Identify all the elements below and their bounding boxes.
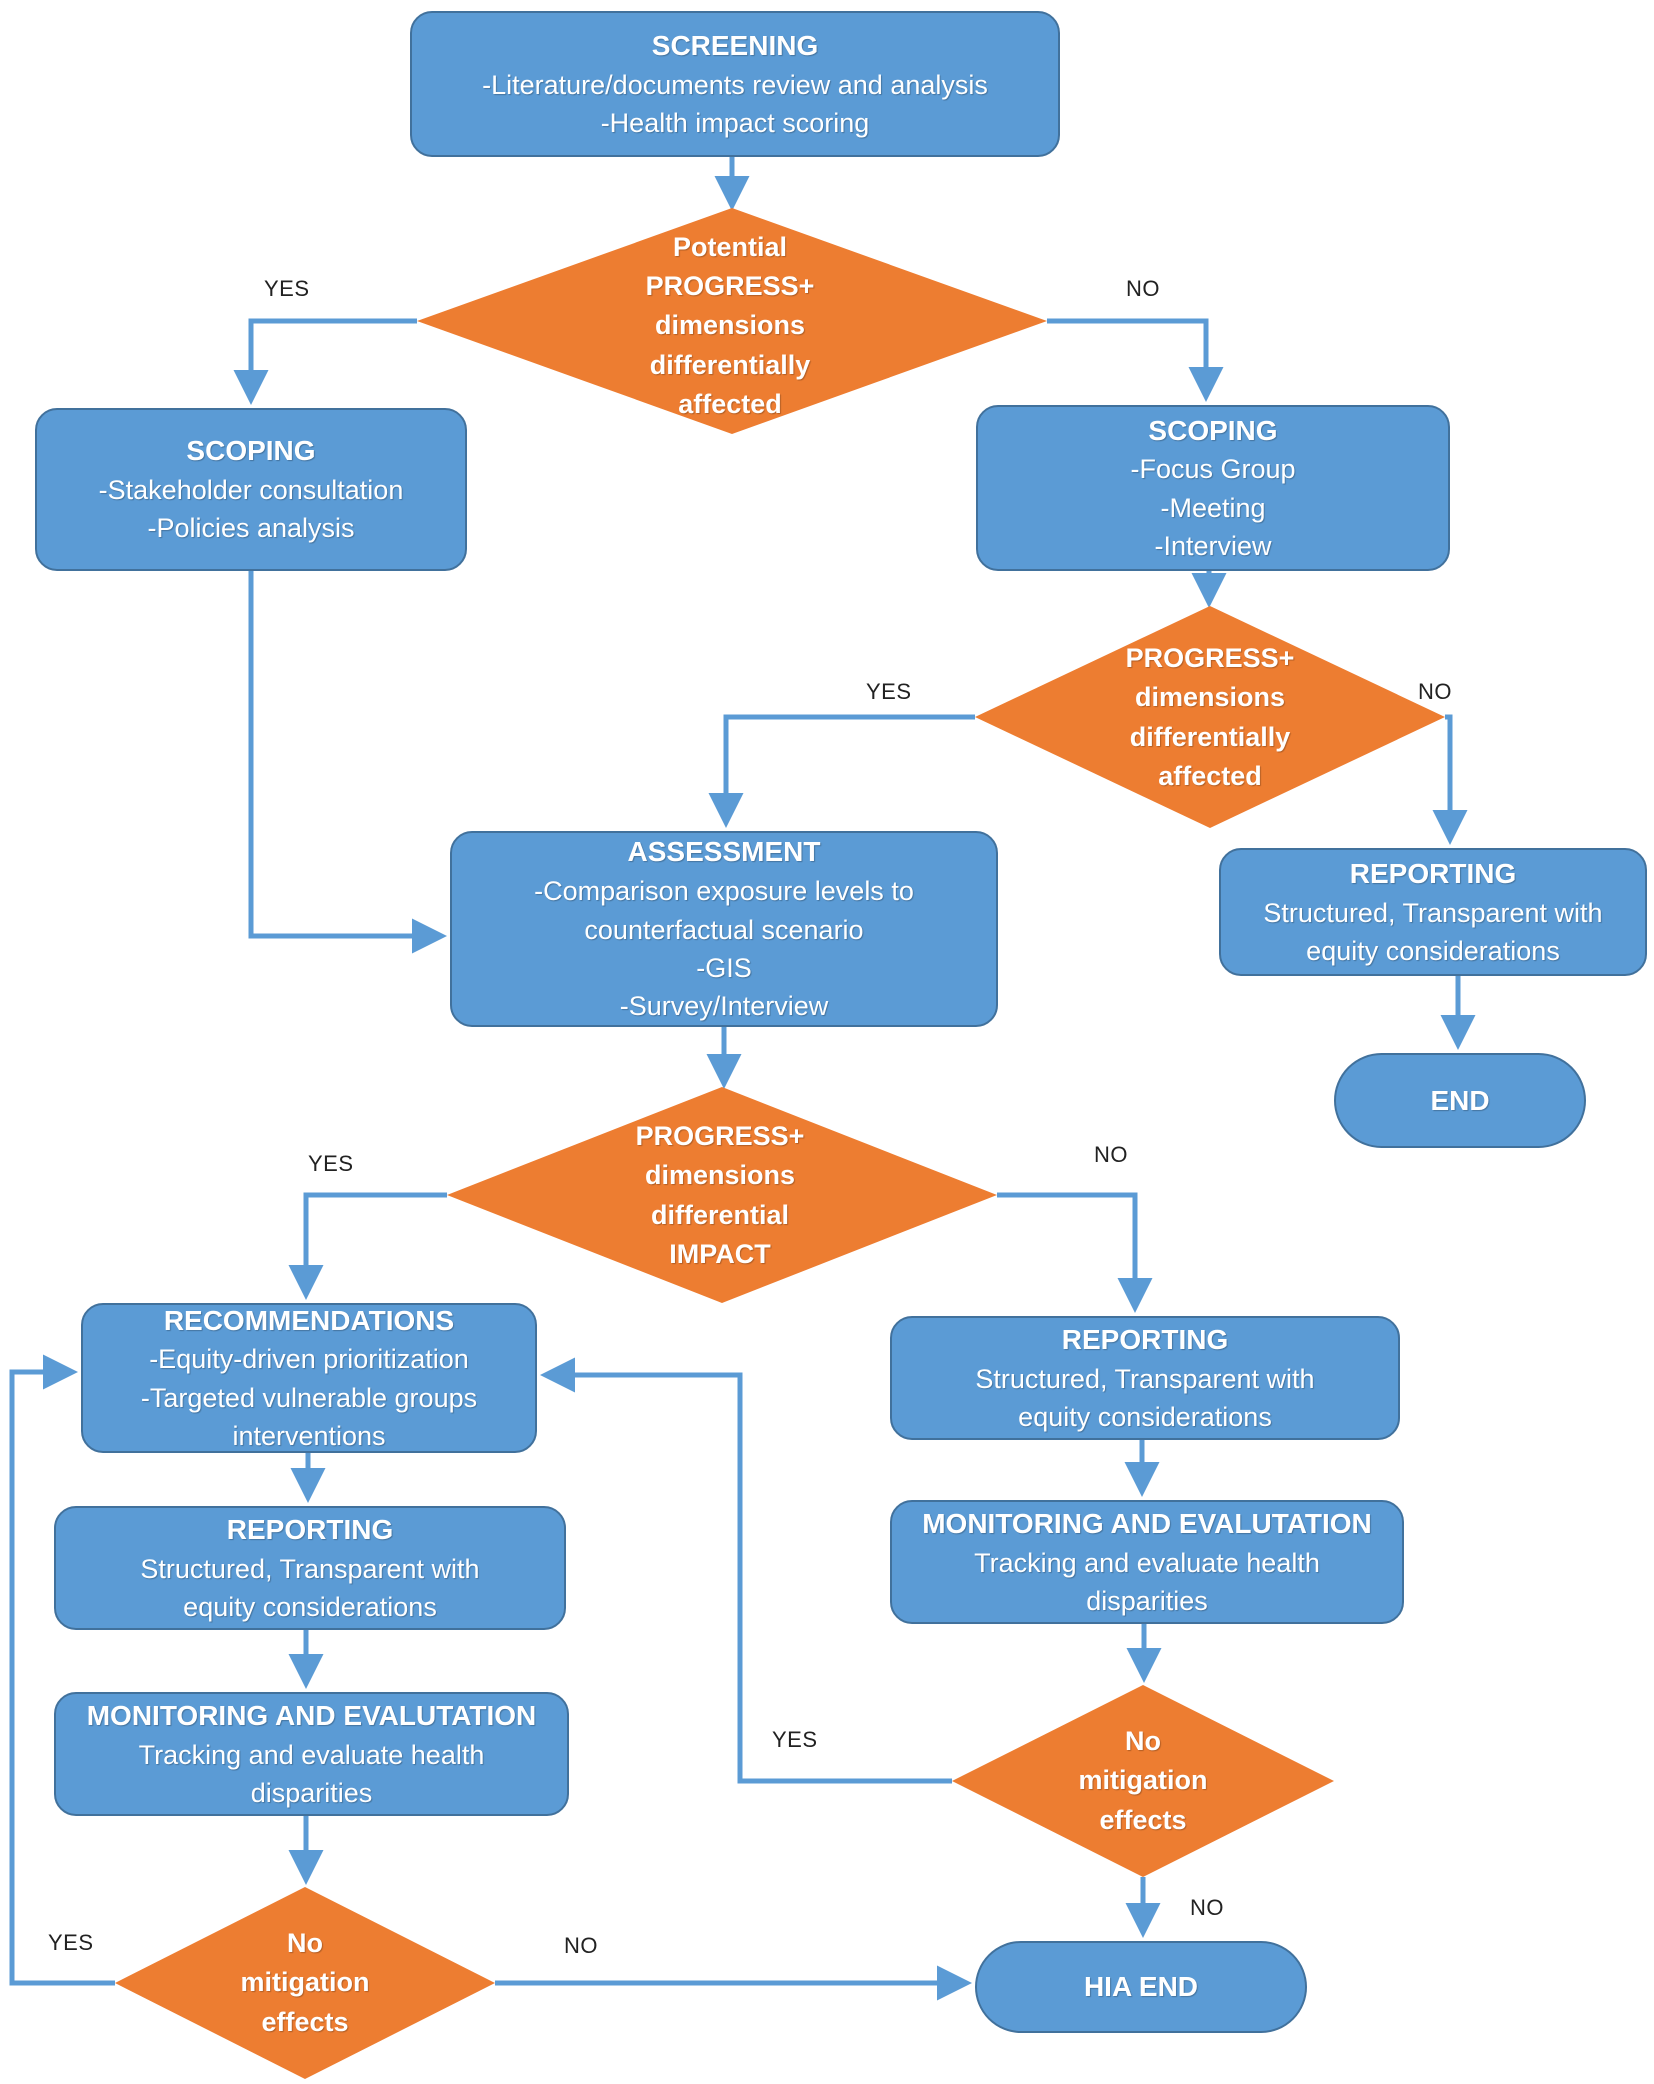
d1-yes-label: YES bbox=[264, 276, 310, 301]
d1-no-label: NO bbox=[1126, 276, 1160, 301]
reporting-right-box: REPORTING Structured, Transparent with e… bbox=[890, 1316, 1400, 1440]
decision-1-line-1: Potential bbox=[672, 232, 787, 263]
decision-left-line-1: No bbox=[287, 1928, 323, 1959]
assessment-line-2: counterfactual scenario bbox=[584, 914, 864, 945]
assessment-title: ASSESSMENT bbox=[627, 836, 821, 868]
scoping-right-line-2: -Meeting bbox=[1160, 492, 1266, 523]
decision-1-line-3: dimensions bbox=[654, 310, 806, 341]
scoping-right-line-3: -Interview bbox=[1154, 531, 1272, 562]
decision-2-line-2: dimensions bbox=[1134, 682, 1286, 713]
assessment-line-1: -Comparison exposure levels to bbox=[534, 876, 914, 907]
decision-2-line-4: affected bbox=[1158, 760, 1262, 791]
d3-no-label: NO bbox=[1094, 1142, 1128, 1167]
monitoring-left-line-1: Tracking and evaluate health bbox=[138, 1739, 485, 1770]
decision-3-text: PROGRESS+ dimensions differential IMPACT bbox=[570, 1113, 870, 1278]
dr-no-label: NO bbox=[1190, 1895, 1224, 1920]
reporting-left-line-2: equity considerations bbox=[183, 1591, 437, 1622]
assessment-line-4: -Survey/Interview bbox=[619, 991, 829, 1022]
decision-1-line-4: differentially bbox=[649, 349, 811, 380]
dr-yes-label: YES bbox=[772, 1727, 818, 1752]
scoping-right-title: SCOPING bbox=[1148, 414, 1278, 446]
decision-3-line-3: differential bbox=[650, 1199, 790, 1230]
d2-no-label: NO bbox=[1418, 679, 1452, 704]
dl-no-label: NO bbox=[564, 1933, 598, 1958]
decision-right-line-3: effects bbox=[1099, 1804, 1187, 1835]
decision-1-diamond bbox=[417, 208, 1047, 434]
monitoring-right-box: MONITORING AND EVALUTATION Tracking and … bbox=[890, 1500, 1404, 1624]
decision-left-line-2: mitigation bbox=[240, 1967, 370, 1998]
monitoring-right-title: MONITORING AND EVALUTATION bbox=[922, 1507, 1372, 1539]
dl-yes-label: YES bbox=[48, 1930, 94, 1955]
edge-d1-no bbox=[1047, 318, 1224, 402]
decision-1-text: Potential PROGRESS+ dimensions different… bbox=[560, 226, 900, 426]
scoping-right-line-1: -Focus Group bbox=[1130, 454, 1296, 485]
reporting-left-box: REPORTING Structured, Transparent with e… bbox=[54, 1506, 566, 1630]
scoping-left-box: SCOPING -Stakeholder consultation -Polic… bbox=[35, 408, 467, 571]
scoping-right-box: SCOPING -Focus Group -Meeting -Interview bbox=[976, 405, 1450, 571]
reporting-top-line-2: equity considerations bbox=[1306, 935, 1560, 966]
reporting-left-line-1: Structured, Transparent with bbox=[140, 1553, 480, 1584]
recommendations-line-1: -Equity-driven prioritization bbox=[149, 1344, 469, 1375]
hia-end-box: HIA END bbox=[975, 1941, 1307, 2033]
screening-line-1: -Literature/documents review and analysi… bbox=[482, 69, 988, 100]
decision-1-line-5: affected bbox=[678, 388, 782, 419]
screening-box: SCREENING -Literature/documents review a… bbox=[410, 11, 1060, 157]
decision-left-line-3: effects bbox=[261, 2006, 349, 2037]
scoping-left-line-2: -Policies analysis bbox=[147, 513, 355, 544]
monitoring-left-line-2: disparities bbox=[250, 1777, 373, 1808]
decision-left-diamond bbox=[115, 1887, 495, 2079]
assessment-box: ASSESSMENT -Comparison exposure levels t… bbox=[450, 831, 998, 1027]
d2-yes-label: YES bbox=[866, 679, 912, 704]
end-box: END bbox=[1334, 1053, 1586, 1148]
recommendations-box: RECOMMENDATIONS -Equity-driven prioritiz… bbox=[81, 1303, 537, 1453]
edge-d1-yes bbox=[233, 318, 417, 405]
reporting-right-title: REPORTING bbox=[1061, 1323, 1229, 1355]
monitoring-left-box: MONITORING AND EVALUTATION Tracking and … bbox=[54, 1692, 569, 1816]
assessment-line-3: -GIS bbox=[696, 952, 752, 983]
edge-dl-yes bbox=[9, 1354, 115, 1986]
edge-d3-yes bbox=[288, 1192, 447, 1300]
monitoring-left-title: MONITORING AND EVALUTATION bbox=[86, 1699, 537, 1731]
edge-d3-no bbox=[997, 1192, 1153, 1313]
screening-line-2: -Health impact scoring bbox=[600, 107, 870, 138]
decision-2-text: PROGRESS+ dimensions differentially affe… bbox=[1060, 635, 1360, 800]
decision-3-line-1: PROGRESS+ bbox=[635, 1121, 805, 1152]
hia-end-title: HIA END bbox=[1083, 1971, 1199, 2003]
decision-right-line-2: mitigation bbox=[1078, 1765, 1208, 1796]
recommendations-line-3: interventions bbox=[232, 1421, 386, 1452]
edge-scoping-left-to-assessment bbox=[248, 571, 447, 954]
decision-1-line-2: PROGRESS+ bbox=[645, 271, 815, 302]
decision-2-line-1: PROGRESS+ bbox=[1125, 643, 1295, 674]
recommendations-title: RECOMMENDATIONS bbox=[163, 1304, 455, 1336]
decision-right-text: No mitigation effects bbox=[1028, 1716, 1258, 1846]
decision-3-line-2: dimensions bbox=[644, 1160, 796, 1191]
decision-3-line-4: IMPACT bbox=[669, 1238, 771, 1269]
reporting-top-box: REPORTING Structured, Transparent with e… bbox=[1219, 848, 1647, 976]
edge-d2-yes bbox=[708, 714, 975, 828]
scoping-left-title: SCOPING bbox=[186, 435, 316, 467]
decision-right-diamond bbox=[952, 1685, 1334, 1877]
reporting-left-title: REPORTING bbox=[226, 1513, 394, 1545]
reporting-right-line-2: equity considerations bbox=[1018, 1401, 1272, 1432]
end-title: END bbox=[1430, 1084, 1490, 1116]
recommendations-line-2: -Targeted vulnerable groups bbox=[140, 1382, 478, 1413]
monitoring-right-line-2: disparities bbox=[1086, 1585, 1208, 1616]
d3-yes-label: YES bbox=[308, 1151, 354, 1176]
decision-2-diamond bbox=[975, 606, 1445, 828]
screening-title: SCREENING bbox=[651, 29, 819, 61]
reporting-right-line-1: Structured, Transparent with bbox=[975, 1363, 1315, 1394]
decision-right-line-1: No bbox=[1125, 1726, 1161, 1757]
decision-2-line-3: differentially bbox=[1129, 721, 1291, 752]
decision-left-text: No mitigation effects bbox=[190, 1918, 420, 2048]
edge-d2-no bbox=[1432, 714, 1468, 845]
edge-dr-yes bbox=[540, 1357, 952, 1784]
decision-3-diamond bbox=[447, 1087, 997, 1303]
scoping-left-line-1: -Stakeholder consultation bbox=[98, 475, 404, 506]
monitoring-right-line-1: Tracking and evaluate health bbox=[974, 1547, 1320, 1578]
reporting-top-title: REPORTING bbox=[1349, 857, 1517, 889]
reporting-top-line-1: Structured, Transparent with bbox=[1263, 897, 1603, 928]
